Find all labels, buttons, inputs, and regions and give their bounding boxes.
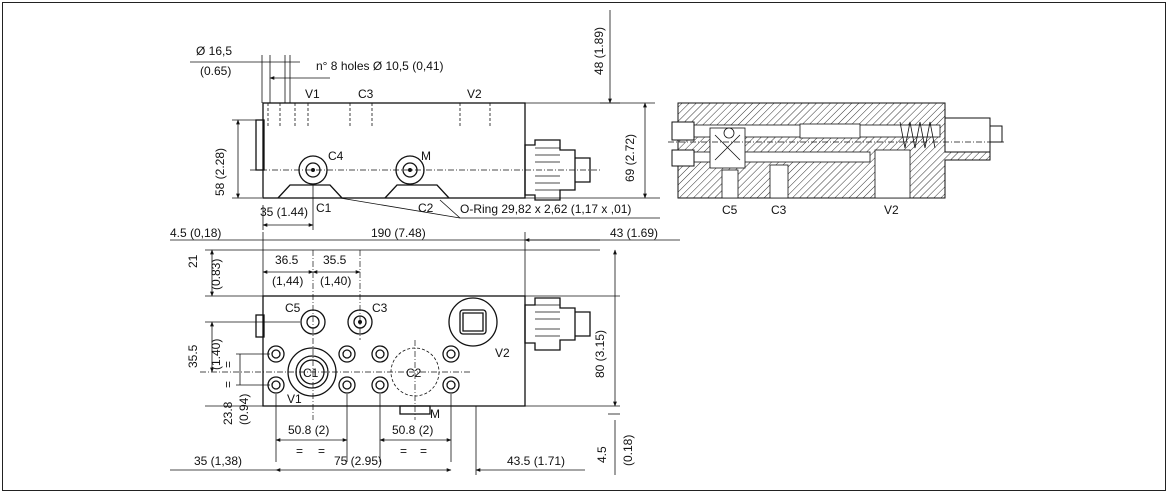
front-view: 4.5 (0,18) 190 (7.48) 43 (1.69) 21 (0.83…	[170, 226, 680, 475]
dim-height-58: 58 (2.28)	[213, 148, 227, 196]
front-port-v2	[448, 297, 498, 347]
dim-23-8-inch: (0.94)	[237, 394, 251, 425]
label-c5-front: C5	[285, 301, 301, 315]
dim-80: 80 (3.15)	[593, 330, 607, 378]
dim-4-5-side-inch: (0.18)	[621, 435, 635, 466]
dim-50-8-right: 50.8 (2)	[392, 423, 433, 437]
equal-mark-2: =	[318, 444, 325, 458]
label-c3-section: C3	[771, 203, 787, 217]
dim-21: 21	[186, 254, 200, 268]
label-c1-front: C1	[303, 366, 319, 380]
dim-35-5-top-inch: (1,40)	[320, 274, 351, 288]
equal-mark-side-2: =	[221, 381, 235, 388]
dim-21-inch: (0.83)	[209, 259, 223, 290]
dim-190: 190 (7.48)	[371, 226, 426, 240]
label-c3-top: C3	[358, 87, 374, 101]
dim-43: 43 (1.69)	[610, 226, 658, 240]
label-v1-front: V1	[287, 392, 302, 406]
label-v2-front: V2	[495, 346, 510, 360]
dim-75: 75 (2.95)	[334, 454, 382, 468]
label-c2-front: C2	[406, 366, 422, 380]
equal-mark-3: =	[400, 444, 407, 458]
oring-spec: O-Ring 29,82 x 2,62 (1,17 x ,01)	[460, 202, 631, 216]
label-v2-top: V2	[467, 87, 482, 101]
label-c1-top: C1	[316, 201, 332, 215]
dim-36-5: 36.5	[275, 253, 299, 267]
dim-43-5: 43.5 (1.71)	[507, 454, 565, 468]
label-m-front: M	[430, 407, 440, 421]
dim-4-5-top: 4.5 (0,18)	[170, 226, 221, 240]
front-view-cartridge	[524, 297, 576, 351]
dim-35-5-top: 35.5	[323, 253, 347, 267]
label-v2-section: V2	[884, 203, 899, 217]
dim-50-8-left: 50.8 (2)	[288, 423, 329, 437]
dim-35-top: 35 (1.44)	[260, 205, 308, 219]
dim-port-diameter-inch: (0.65)	[200, 64, 231, 78]
label-m-top: M	[421, 149, 431, 163]
top-view-block	[262, 102, 526, 199]
dim-35-5-side: 35.5	[186, 344, 200, 368]
dim-48: 48 (1.89)	[592, 27, 606, 75]
label-c5-section: C5	[722, 203, 738, 217]
label-c3-front: C3	[372, 301, 388, 315]
front-view-block	[262, 295, 526, 407]
dim-69: 69 (2.72)	[623, 134, 637, 182]
label-v1-top: V1	[305, 87, 320, 101]
label-c2-top: C2	[418, 201, 434, 215]
label-c4: C4	[328, 149, 344, 163]
dim-36-5-inch: (1,44)	[272, 274, 303, 288]
section-view: C5 C3 V2	[668, 102, 1005, 217]
dim-4-5-side: 4.5	[595, 446, 609, 463]
dim-23-8: 23.8	[221, 401, 235, 425]
dim-35-5-side-inch: (1.40)	[209, 339, 223, 370]
equal-mark-side: =	[221, 361, 235, 368]
dim-35-bottom: 35 (1,38)	[194, 454, 242, 468]
dim-port-diameter: Ø 16,5	[196, 44, 232, 58]
top-view: Ø 16,5 (0.65) n° 8 holes Ø 10,5 (0,41) V…	[190, 10, 660, 230]
dim-holes: n° 8 holes Ø 10,5 (0,41)	[316, 59, 444, 73]
bolt-holes	[267, 345, 460, 394]
equal-mark-4: =	[420, 444, 427, 458]
top-view-cartridge	[524, 139, 576, 201]
equal-mark-1: =	[296, 444, 303, 458]
